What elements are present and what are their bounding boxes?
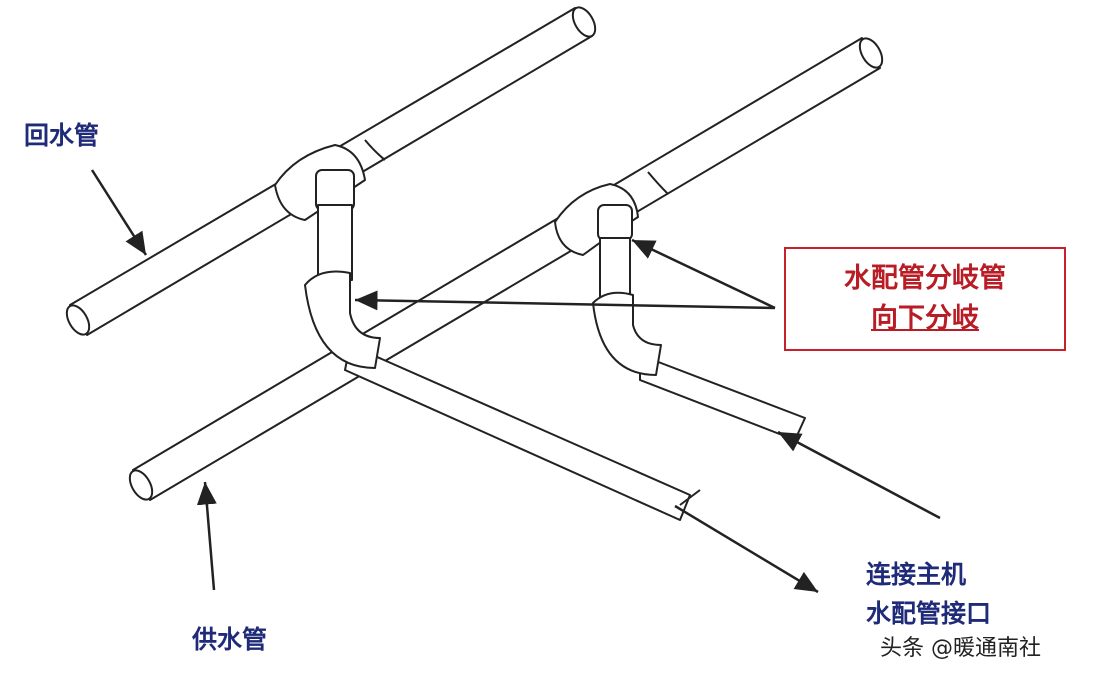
supply-pipe-label: 供水管 xyxy=(192,625,268,654)
return-branch-fitting xyxy=(274,144,381,369)
branch-callout-line2: 向下分岐 xyxy=(871,303,979,334)
unit-connection-label-line1: 连接主机 xyxy=(866,560,967,589)
supply-branch-fitting xyxy=(554,183,662,376)
annotation-arrows xyxy=(90,169,941,594)
unit-connection-label-line2: 水配管接口 xyxy=(866,599,992,628)
supply-pipe xyxy=(128,37,884,501)
branch-callout-box: 水配管分岐管 向下分岐 xyxy=(784,247,1066,351)
branch-pipes-to-unit xyxy=(344,344,806,521)
return-pipe-label: 回水管 xyxy=(24,121,100,150)
watermark: 头条 @暖通南社 xyxy=(880,636,1041,661)
branch-callout-line1: 水配管分岐管 xyxy=(844,263,1006,294)
